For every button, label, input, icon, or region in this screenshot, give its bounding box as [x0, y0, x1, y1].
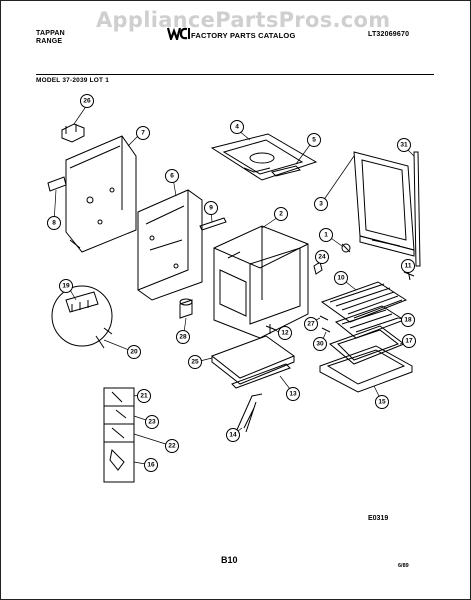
callout-31: 31: [397, 138, 411, 152]
fastener-parts: [319, 315, 331, 333]
hinge-part: [313, 261, 323, 275]
svg-text:15: 15: [378, 399, 386, 406]
knob-part: [341, 243, 351, 253]
wire-part: [235, 393, 263, 433]
svg-text:16: 16: [147, 462, 155, 469]
callout-11: 11: [401, 259, 415, 273]
lower-strip-part: [231, 363, 291, 389]
svg-text:30: 30: [316, 341, 324, 348]
callout-19-upper: 19: [59, 279, 73, 293]
svg-text:26: 26: [83, 98, 91, 105]
callout-27: 27: [304, 317, 318, 331]
revision-date: 6/89: [398, 563, 409, 569]
brand-name: TAPPAN: [36, 30, 65, 37]
svg-text:24: 24: [318, 254, 326, 261]
page-number: B10: [221, 555, 238, 565]
svg-text:21: 21: [140, 393, 148, 400]
svg-text:28: 28: [179, 334, 187, 341]
callout-30: 30: [313, 337, 327, 351]
oven-rack-part: [320, 281, 408, 323]
callout-20: 20: [127, 345, 141, 359]
callout-15: 15: [375, 395, 389, 409]
catalog-title: FACTORY PARTS CATALOG: [191, 31, 296, 40]
svg-text:12: 12: [281, 330, 289, 337]
callout-6: 6: [165, 169, 179, 183]
svg-text:3: 3: [319, 201, 323, 208]
callout-12: 12: [278, 326, 292, 340]
callout-9: 9: [204, 201, 218, 215]
wci-logo: [167, 27, 190, 40]
svg-text:9: 9: [209, 205, 213, 212]
callout-14: 14: [226, 428, 240, 442]
svg-text:5: 5: [312, 137, 316, 144]
callout-17: 17: [402, 334, 416, 348]
svg-text:23: 23: [148, 419, 156, 426]
callout-13: 13: [286, 387, 300, 401]
burner-assembly-part: [51, 285, 113, 349]
callout-25: 25: [188, 355, 202, 369]
svg-text:18: 18: [404, 317, 412, 324]
svg-text:17: 17: [405, 338, 413, 345]
svg-text:7: 7: [141, 130, 145, 137]
callout-4: 4: [230, 120, 244, 134]
callout-1: 1: [319, 228, 333, 242]
svg-text:6: 6: [170, 173, 174, 180]
drawer-part: [319, 345, 413, 393]
svg-text:4: 4: [235, 124, 239, 131]
header-rule: [36, 74, 434, 75]
strap-part: [199, 217, 227, 231]
callout-22: 22: [165, 439, 179, 453]
callout-26: 26: [80, 94, 94, 108]
document-code: LT32069670: [368, 31, 410, 38]
product-type: RANGE: [36, 38, 63, 45]
svg-text:1: 1: [324, 232, 328, 239]
clip-part: [47, 176, 67, 192]
callout-18: 18: [401, 313, 415, 327]
svg-text:14: 14: [229, 432, 237, 439]
svg-text:11: 11: [405, 263, 412, 270]
door-panel-part: [353, 151, 415, 257]
svg-text:27: 27: [307, 321, 315, 328]
small-bracket-part: [179, 298, 193, 319]
bottom-panel-part: [210, 335, 296, 385]
svg-text:8: 8: [52, 220, 56, 227]
callout-23: 23: [145, 415, 159, 429]
svg-text:31: 31: [400, 142, 408, 149]
svg-text:25: 25: [191, 359, 199, 366]
callout-28: 28: [176, 330, 190, 344]
leader-lines: [53, 104, 415, 466]
cooktop-part: [210, 133, 318, 181]
svg-text:19: 19: [62, 283, 70, 290]
svg-text:2: 2: [279, 211, 283, 218]
callout-24: 24: [315, 250, 329, 264]
svg-text:10: 10: [337, 275, 345, 282]
small-parts-boxes: [103, 387, 135, 483]
callout-7: 7: [136, 126, 150, 140]
side-panel-part: [65, 135, 137, 253]
watermark-text: AppliancePartsPros.com: [96, 8, 391, 32]
callout-21: 21: [137, 389, 151, 403]
svg-text:13: 13: [289, 391, 297, 398]
door-seal-part: [413, 151, 421, 267]
callout-3: 3: [314, 197, 328, 211]
bracket-part: [61, 123, 85, 143]
svg-text:20: 20: [130, 349, 138, 356]
callout-8: 8: [47, 216, 61, 230]
model-number: MODEL 37-2039 LOT 1: [36, 77, 110, 84]
drawing-code: E0319: [368, 515, 389, 522]
callout-16: 16: [144, 458, 158, 472]
callout-10: 10: [334, 271, 348, 285]
oven-body-part: [213, 225, 309, 339]
back-panel-part: [137, 189, 203, 301]
callout-5: 5: [307, 133, 321, 147]
svg-text:22: 22: [168, 443, 176, 450]
callout-2: 2: [274, 207, 288, 221]
trim-strip-part: [271, 165, 301, 177]
